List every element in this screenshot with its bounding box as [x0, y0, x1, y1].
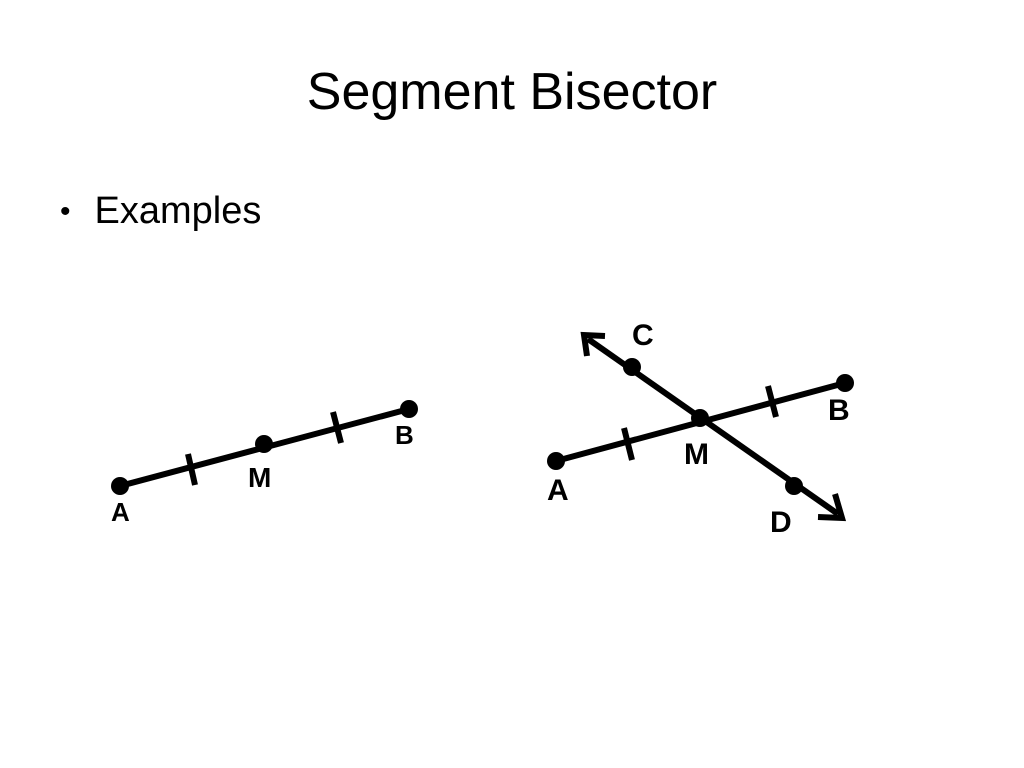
label-c: C [632, 319, 654, 352]
point-a [547, 452, 565, 470]
label-a: A [547, 474, 569, 507]
bullet-text: Examples [94, 190, 262, 232]
bullet-item: • Examples [60, 190, 261, 233]
arrowhead-down-icon [817, 493, 847, 522]
tick-mark-mb [765, 385, 779, 418]
point-m [255, 435, 273, 453]
arrowhead-up-icon [580, 331, 606, 357]
tick-mark-am [185, 453, 198, 486]
label-b: B [828, 394, 850, 427]
tick-mark-mb [330, 411, 344, 444]
point-b [400, 400, 418, 418]
label-m: M [684, 438, 709, 471]
point-m [691, 409, 709, 427]
point-c [623, 358, 641, 376]
label-b: B [395, 420, 414, 450]
bullet-dot-icon: • [60, 194, 71, 228]
point-a [111, 477, 129, 495]
bullet-list: • Examples [60, 190, 261, 233]
point-b [836, 374, 854, 392]
slide-title: Segment Bisector [306, 63, 718, 121]
tick-mark-am [621, 427, 635, 461]
label-d: D [770, 506, 792, 539]
point-d [785, 477, 803, 495]
label-m: M [248, 462, 272, 493]
label-a: A [111, 497, 130, 527]
